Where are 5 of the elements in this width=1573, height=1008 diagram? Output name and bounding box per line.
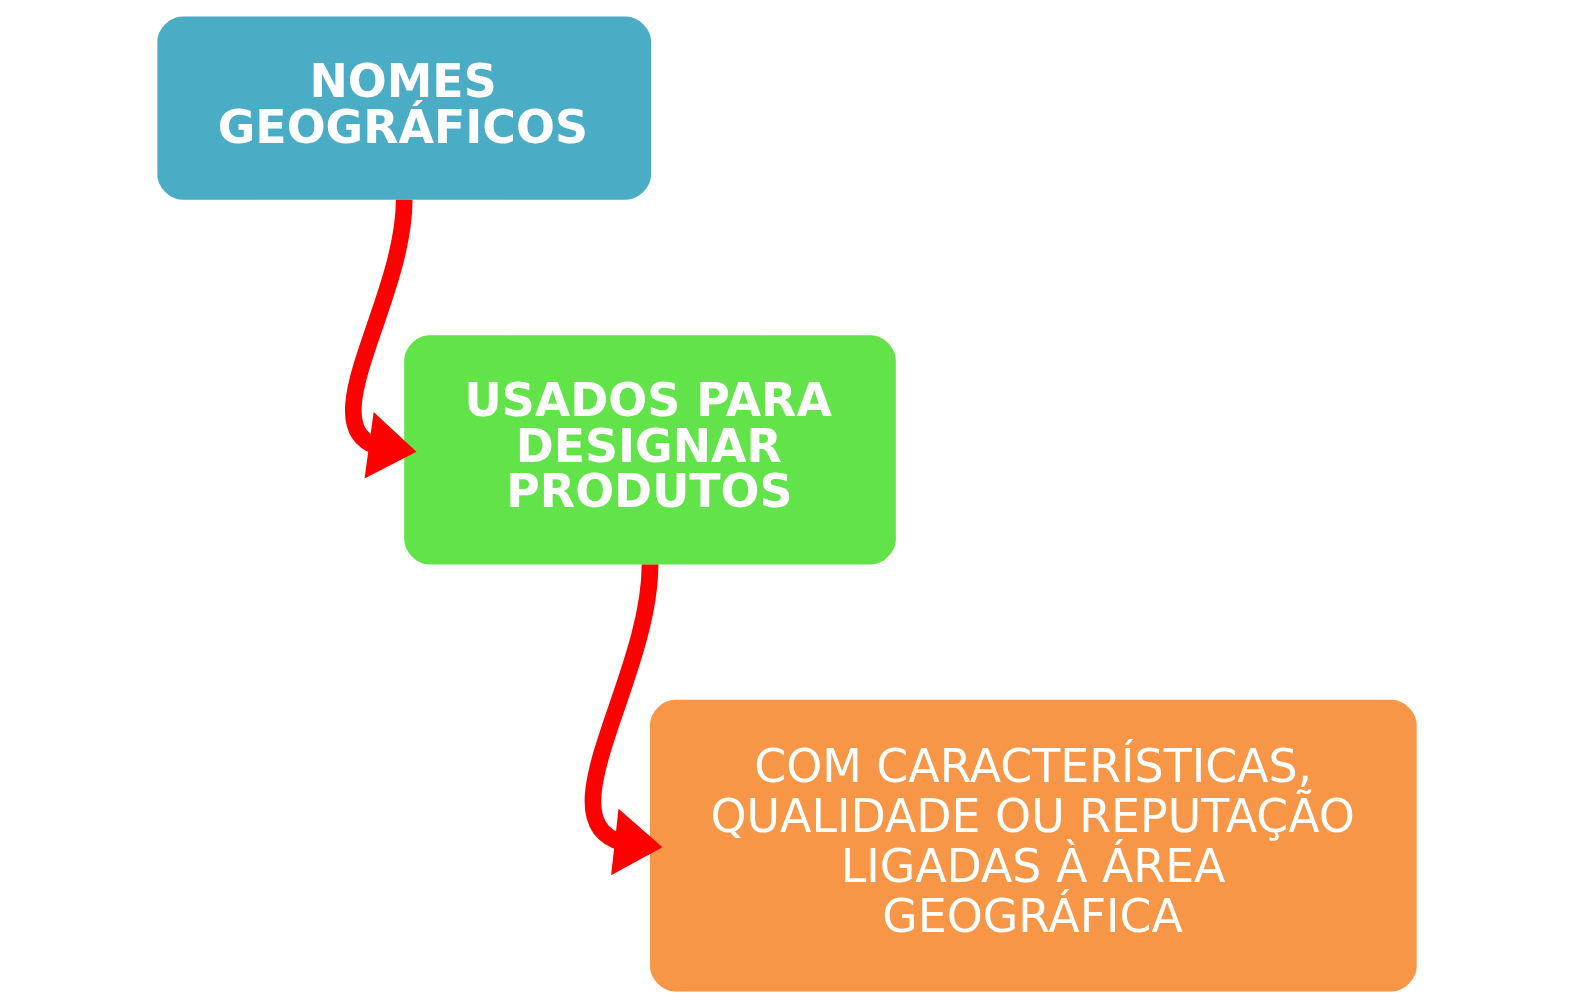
- node-box: NOMES GEOGRÁFICOS: [156, 16, 651, 200]
- node-box: USADOS PARA DESIGNAR PRODUTOS: [403, 335, 896, 565]
- arrow: [584, 563, 662, 876]
- arrow: [344, 199, 416, 479]
- node-box: COM CARACTERÍSTICAS, QUALIDADE OU REPUTAÇÃO LIGADAS À ÁREA GEOGRÁFICA: [649, 699, 1417, 992]
